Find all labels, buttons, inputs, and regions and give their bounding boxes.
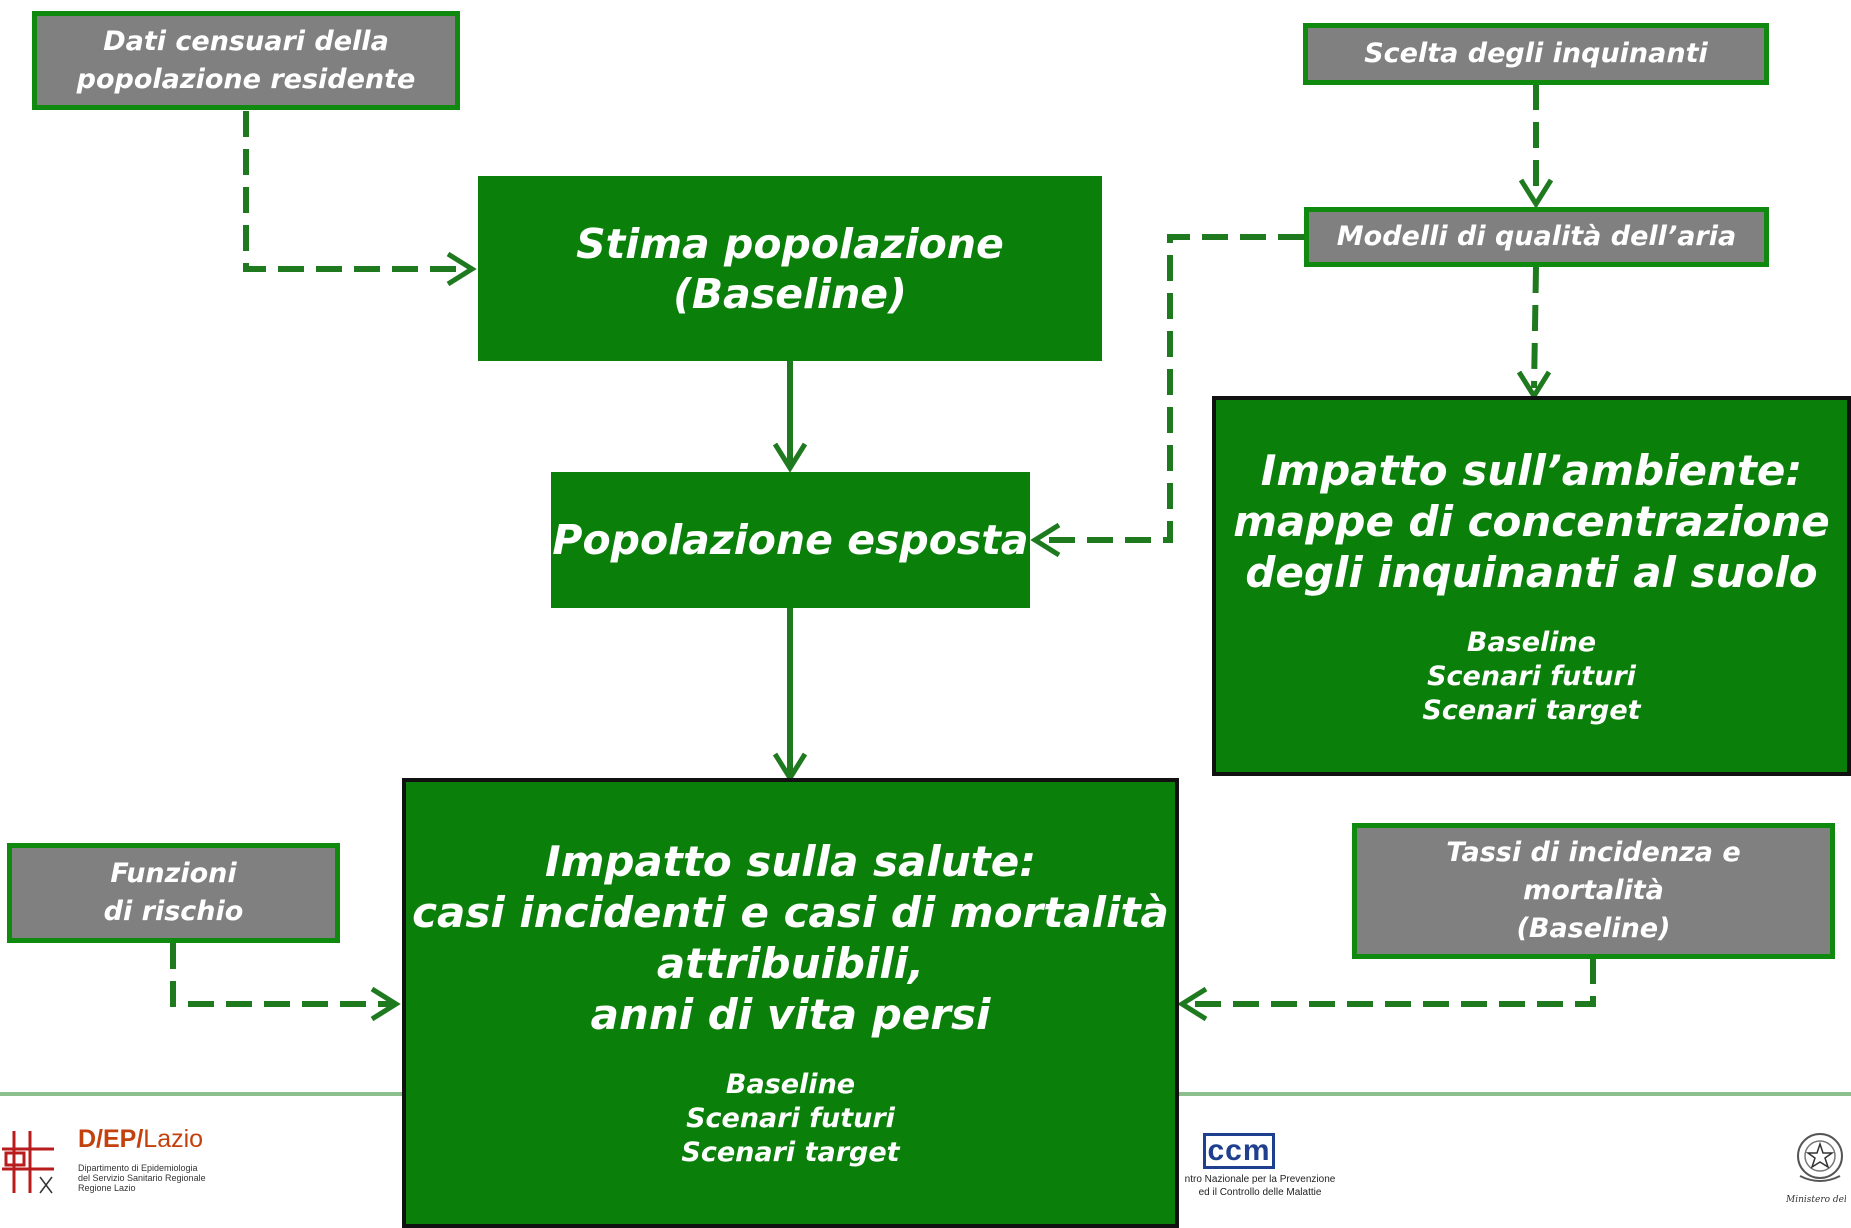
arrowhead-dati-to-stima [446,251,477,287]
node-impatto-salute-title-1: Impatto sulla salute: [544,837,1037,886]
arrowhead-funzioni-to-salute [370,986,401,1022]
ministero-caption: Ministero della Sa [1786,1195,1846,1205]
node-impatto-salute-title-2: casi incidenti e casi di mortalità [412,888,1169,937]
ccm-subtitle-2: ed il Controllo delle Malattie [1198,1187,1322,1198]
node-impatto-salute-scenario-3: Scenari target [681,1137,900,1168]
dep-lazio-subtitle-1: Dipartimento di Epidemiologia [78,1163,198,1173]
node-impatto-salute-title-4: anni di vita persi [590,990,991,1039]
node-impatto-salute-scenario-1: Baseline [725,1069,856,1100]
node-impatto-ambiente-title-2: mappe di concentrazione [1233,496,1830,546]
arrowhead-stima-to-esposta [772,442,808,473]
node-impatto-ambiente: Impatto sull’ambiente: mappe di concentr… [1212,396,1851,776]
node-dati-censuari-line-1: Dati censuari della [103,25,389,57]
arrowhead-modelli-to-esposta [1030,522,1061,558]
node-tassi-incidenza-line-1: Tassi di incidenza e [1446,837,1741,868]
node-modelli-aria: Modelli di qualità dell’aria [1304,207,1769,267]
connector-funzioni-to-salute [170,943,392,1007]
dep-lazio-subtitle-2: del Servizio Sanitario Regionale [78,1173,206,1183]
arrowhead-scelta-to-modelli [1518,178,1554,209]
node-funzioni-rischio-line-1: Funzioni [110,858,237,889]
node-stima-popolazione-line-1: Stima popolazione [576,219,1004,268]
node-impatto-ambiente-scenario-3: Scenari target [1422,694,1641,726]
node-impatto-ambiente-scenario-2: Scenari futuri [1427,660,1636,692]
arrowhead-tassi-to-salute [1177,986,1208,1022]
italian-republic-emblem-icon: Ministero della Sa [1785,1133,1851,1205]
ministero-emblem: Ministero della Sa [1785,1120,1851,1210]
node-tassi-incidenza: Tassi di incidenza e mortalità (Baseline… [1352,823,1835,959]
ccm-subtitle-1: ntro Nazionale per la Prevenzione [1184,1174,1336,1185]
node-popolazione-esposta: Popolazione esposta [551,472,1030,608]
dep-lazio-mark-icon [2,1131,54,1194]
dep-lazio-subtitle: Dipartimento di Epidemiologia del Serviz… [78,1163,268,1193]
node-impatto-salute-scenario-2: Scenari futuri [686,1103,895,1134]
node-dati-censuari-line-2: popolazione residente [76,63,416,95]
node-funzioni-rischio: Funzioni di rischio [7,843,340,943]
node-impatto-ambiente-title-1: Impatto sull’ambiente: [1260,445,1803,495]
node-dati-censuari: Dati censuari della popolazione resident… [32,11,460,110]
dep-lazio-title-a: D/EP/ [78,1125,144,1153]
node-impatto-ambiente-scenario-1: Baseline [1466,626,1597,658]
ccm-mark: ccm [1203,1133,1275,1169]
connector-tassi-to-salute [1186,958,1596,1007]
connector-modelli-to-esposta [1037,234,1304,543]
node-stima-popolazione-line-2: (Baseline) [673,269,907,318]
dep-lazio-logo: D/EP/Lazio Dipartimento di Epidemiologia… [0,1125,270,1205]
node-popolazione-esposta-line-1: Popolazione esposta [552,516,1029,564]
node-tassi-incidenza-line-2: mortalità [1523,875,1664,906]
node-impatto-salute: Impatto sulla salute: casi incidenti e c… [402,778,1179,1228]
dep-lazio-subtitle-3: Regione Lazio [78,1183,136,1193]
connector-dati-to-stima [243,111,470,272]
node-stima-popolazione: Stima popolazione (Baseline) [478,176,1102,361]
node-funzioni-rischio-line-2: di rischio [103,896,244,927]
dep-lazio-title-b: Lazio [143,1125,204,1153]
dep-lazio-title: D/EP/Lazio [78,1125,203,1154]
node-scelta-inquinanti: Scelta degli inquinanti [1303,23,1769,85]
node-modelli-aria-line-1: Modelli di qualità dell’aria [1336,221,1737,252]
node-impatto-ambiente-title-3: degli inquinanti al suolo [1245,547,1818,597]
node-scelta-inquinanti-line-1: Scelta degli inquinanti [1364,38,1708,69]
node-impatto-salute-title-3: attribuibili, [656,939,925,988]
ccm-subtitle: ntro Nazionale per la Prevenzione ed il … [1170,1173,1350,1199]
ccm-logo: ccm ntro Nazionale per la Prevenzione ed… [1170,1133,1360,1203]
connector-modelli-to-ambiente [1531,266,1539,389]
node-tassi-incidenza-line-3: (Baseline) [1516,913,1671,944]
